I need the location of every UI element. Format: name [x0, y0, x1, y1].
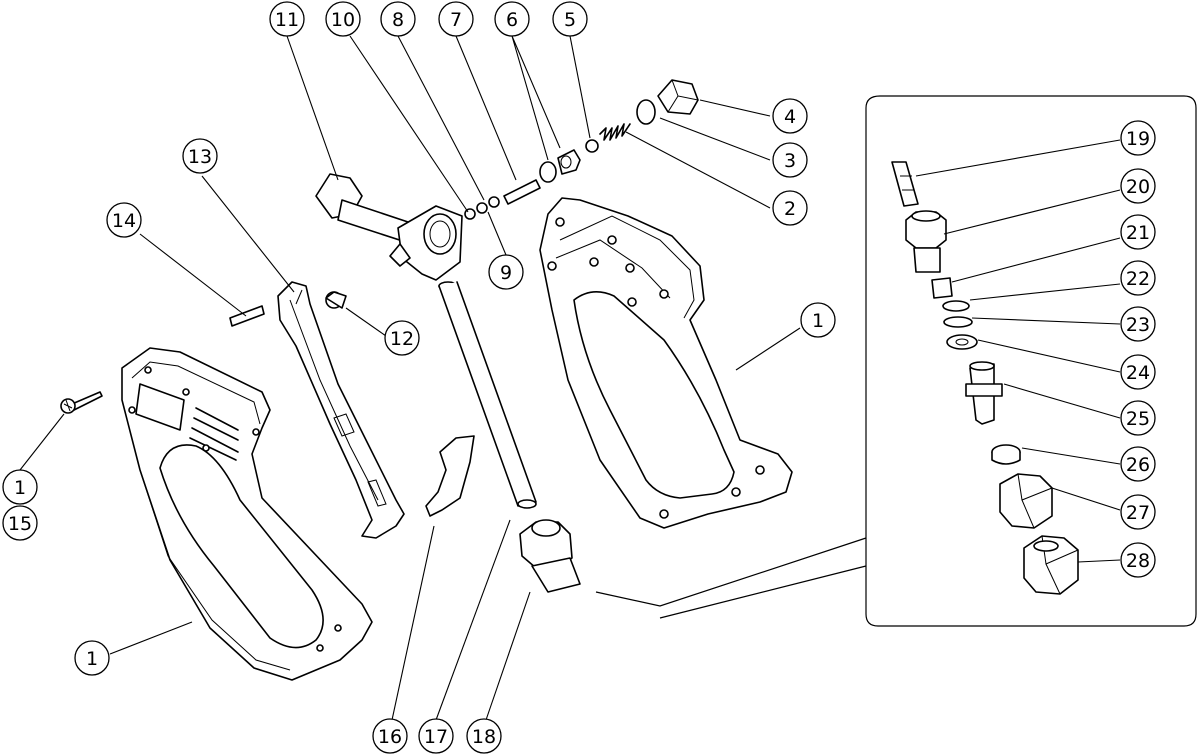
svg-text:26: 26	[1126, 454, 1150, 476]
svg-text:21: 21	[1126, 222, 1150, 244]
callout-3: 3	[772, 142, 808, 178]
callout-27: 27	[1120, 494, 1156, 530]
screw-15	[60, 391, 103, 414]
callout-13: 13	[182, 138, 218, 174]
svg-text:1: 1	[14, 477, 26, 499]
svg-text:18: 18	[472, 726, 496, 748]
callout-2: 2	[772, 190, 808, 226]
washer-23	[943, 316, 973, 328]
nut-28	[1023, 535, 1079, 595]
callout-1-left-handle: 1	[74, 640, 110, 676]
callout-18: 18	[466, 718, 502, 754]
valve-stem-8	[503, 179, 541, 205]
callout-12: 12	[384, 320, 420, 356]
handle-half-left	[121, 347, 373, 681]
callout-25: 25	[1120, 400, 1156, 436]
callout-7: 7	[438, 1, 474, 37]
seal-6	[539, 149, 581, 183]
svg-text:15: 15	[8, 513, 32, 535]
callout-22: 22	[1120, 260, 1156, 296]
callout-10: 10	[325, 1, 361, 37]
svg-text:2: 2	[784, 198, 796, 220]
callout-5: 5	[552, 1, 588, 37]
svg-text:14: 14	[112, 210, 136, 232]
bushing-12	[325, 291, 347, 309]
handle-half-right	[539, 197, 793, 529]
inset-pointer-lines	[595, 537, 867, 619]
svg-text:25: 25	[1126, 408, 1150, 430]
callout-24: 24	[1120, 354, 1156, 390]
clip-16	[425, 435, 475, 517]
svg-text:3: 3	[784, 150, 796, 172]
o-rings-9	[464, 196, 500, 220]
svg-text:22: 22	[1126, 268, 1150, 290]
callout-21: 21	[1120, 214, 1156, 250]
callout-11: 11	[269, 1, 305, 37]
callout-16: 16	[372, 718, 408, 754]
svg-text:12: 12	[390, 328, 414, 350]
callout-15: 15	[2, 505, 38, 541]
callout-8: 8	[380, 1, 416, 37]
callout-19: 19	[1120, 120, 1156, 156]
detail-inset-frame	[865, 95, 1197, 627]
callout-23: 23	[1120, 306, 1156, 342]
svg-text:17: 17	[424, 726, 448, 748]
nut-27	[999, 473, 1053, 529]
fitting-20	[905, 210, 947, 273]
svg-text:1: 1	[812, 310, 824, 332]
ferrule-21	[931, 277, 953, 299]
svg-text:28: 28	[1126, 550, 1150, 572]
svg-text:9: 9	[500, 262, 512, 284]
callout-17: 17	[418, 718, 454, 754]
svg-text:20: 20	[1126, 176, 1150, 198]
ball-5	[585, 139, 599, 153]
callout-4: 4	[772, 98, 808, 134]
svg-text:23: 23	[1126, 314, 1150, 336]
svg-text:7: 7	[450, 9, 462, 31]
callout-20: 20	[1120, 168, 1156, 204]
svg-text:10: 10	[331, 9, 355, 31]
trigger-13	[277, 281, 405, 539]
svg-text:6: 6	[506, 9, 518, 31]
svg-text:19: 19	[1126, 128, 1150, 150]
callout-1-screw: 1	[2, 469, 38, 505]
washer-22	[942, 300, 970, 312]
svg-text:4: 4	[784, 106, 796, 128]
leader-lines	[19, 35, 1121, 721]
callout-28: 28	[1120, 542, 1156, 578]
svg-text:24: 24	[1126, 362, 1150, 384]
callout-1-right-handle: 1	[800, 302, 836, 338]
lance-tube-17	[438, 281, 537, 509]
valve-body-11	[315, 173, 463, 281]
callout-14: 14	[106, 202, 142, 238]
hose-19	[891, 161, 919, 207]
svg-text:27: 27	[1126, 502, 1150, 524]
o-ring-3	[636, 99, 656, 125]
callout-9: 9	[488, 254, 524, 290]
swivel-25	[965, 361, 1003, 425]
callout-6: 6	[494, 1, 530, 37]
svg-text:13: 13	[188, 146, 212, 168]
svg-text:8: 8	[392, 9, 404, 31]
svg-text:11: 11	[275, 9, 299, 31]
svg-text:1: 1	[86, 648, 98, 670]
seal-24	[946, 334, 978, 350]
callout-26: 26	[1120, 446, 1156, 482]
pin-14	[229, 305, 265, 327]
plug-4	[657, 79, 699, 115]
svg-text:16: 16	[378, 726, 402, 748]
seal-26	[991, 444, 1021, 465]
spring-2	[599, 123, 631, 141]
svg-text:5: 5	[564, 9, 576, 31]
nipple-18	[519, 519, 581, 593]
